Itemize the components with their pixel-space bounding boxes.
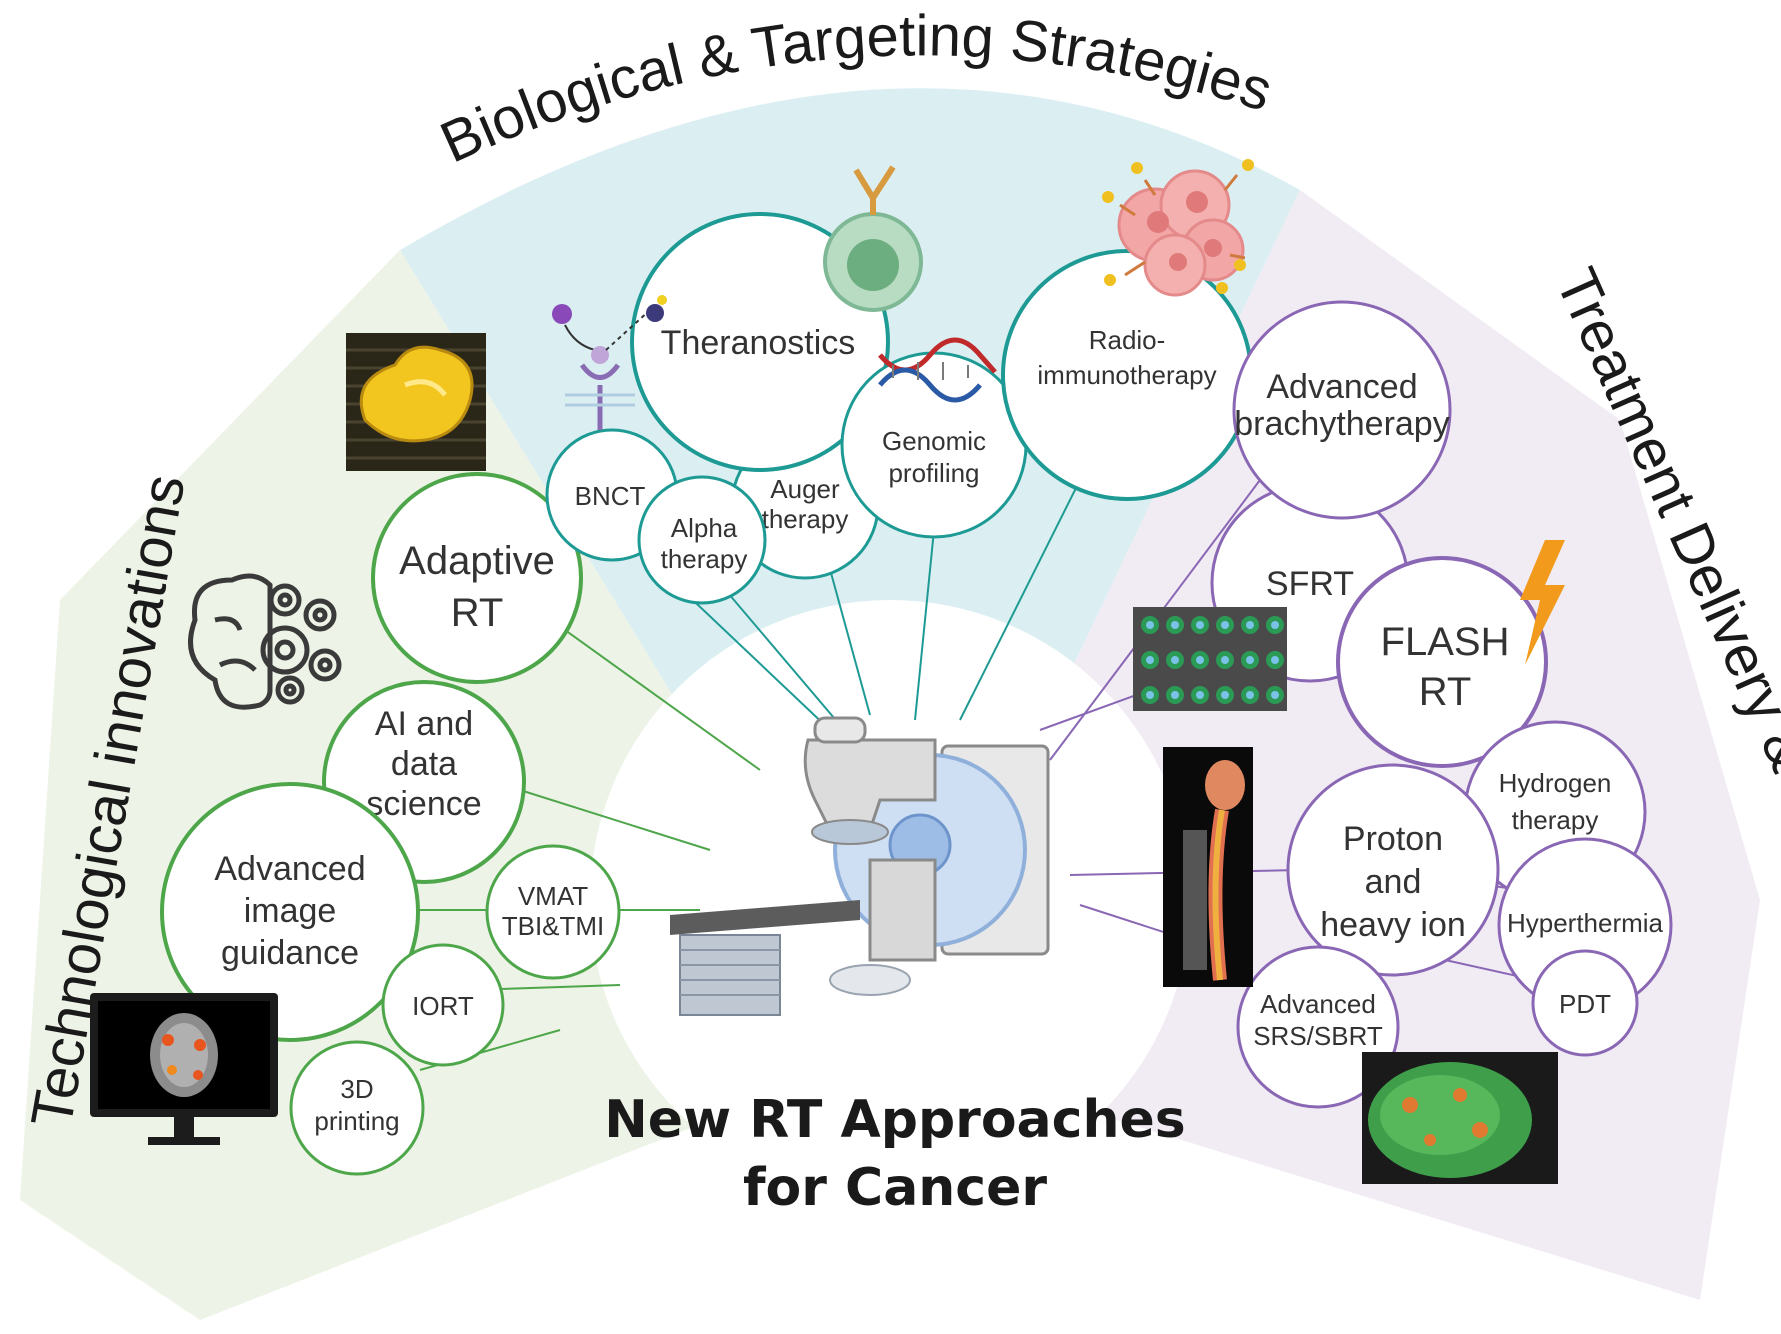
dna-icon	[878, 337, 997, 403]
node-advanced-image-guidance: Advanced image guidance	[160, 782, 420, 1042]
svg-text:Theranostics: Theranostics	[661, 324, 856, 362]
node-pdt: PDT	[1531, 949, 1639, 1057]
svg-text:Genomic: Genomic	[882, 426, 986, 456]
brain-gears-icon	[188, 573, 342, 710]
svg-text:Radio-: Radio-	[1089, 325, 1166, 355]
svg-text:data: data	[391, 745, 457, 783]
node-proton-heavy-ion: Proton and heavy ion	[1286, 763, 1500, 977]
svg-text:AI and: AI and	[375, 705, 473, 743]
center-title-line2: for Cancer	[743, 1158, 1047, 1218]
svg-text:Auger: Auger	[770, 474, 840, 504]
svg-text:RT: RT	[451, 591, 504, 635]
brain-scan-monitor-icon	[90, 993, 278, 1145]
svg-text:image: image	[244, 892, 337, 930]
svg-text:TBI&TMI: TBI&TMI	[502, 911, 605, 941]
linac-machine-icon	[670, 716, 1050, 1016]
svg-text:FLASH: FLASH	[1381, 620, 1510, 664]
sfrt-dose-grid-image	[1133, 607, 1287, 711]
svg-text:Advanced: Advanced	[214, 850, 365, 888]
center-title-line1: New RT Approaches	[604, 1090, 1185, 1150]
node-adaptive-rt: Adaptive RT	[371, 472, 583, 684]
svg-text:PDT: PDT	[1559, 989, 1611, 1019]
node-alpha-therapy: Alpha therapy	[637, 475, 767, 605]
svg-text:Hyperthermia: Hyperthermia	[1507, 908, 1664, 938]
svg-text:SFRT: SFRT	[1266, 565, 1354, 603]
node-advanced-srs-sbrt: Advanced SRS/SBRT	[1236, 945, 1400, 1109]
receptor-ligand-icon	[552, 295, 667, 430]
svg-text:brachytherapy: brachytherapy	[1234, 405, 1449, 443]
node-radioimmunotherapy: Radio- immunotherapy	[1001, 249, 1253, 501]
head-dose-image	[1362, 1052, 1558, 1184]
svg-text:Alpha: Alpha	[671, 513, 738, 543]
svg-text:Advanced: Advanced	[1266, 368, 1417, 406]
spine-dose-image	[1163, 747, 1253, 987]
node-3d-printing: 3D printing	[289, 1040, 425, 1176]
node-genomic-profiling: Genomic profiling	[840, 351, 1028, 539]
svg-text:Adaptive: Adaptive	[399, 539, 555, 583]
lightning-icon	[1520, 540, 1565, 665]
svg-text:Proton: Proton	[1343, 820, 1443, 858]
antibody-cell-icon	[823, 165, 923, 312]
svg-text:3D: 3D	[340, 1074, 373, 1104]
node-vmat: VMAT TBI&TMI	[485, 844, 621, 980]
svg-text:immunotherapy: immunotherapy	[1037, 360, 1216, 390]
svg-text:printing: printing	[314, 1106, 399, 1136]
svg-text:VMAT: VMAT	[518, 881, 588, 911]
svg-text:guidance: guidance	[221, 934, 359, 972]
node-advanced-brachytherapy: Advanced brachytherapy	[1232, 300, 1452, 520]
svg-text:science: science	[366, 785, 481, 823]
svg-text:BNCT: BNCT	[575, 481, 646, 511]
node-iort: IORT	[381, 943, 505, 1067]
svg-text:therapy: therapy	[762, 504, 849, 534]
node-flash-rt: FLASH RT	[1336, 556, 1548, 768]
3d-printed-bolus-photo	[346, 333, 486, 471]
svg-text:Advanced: Advanced	[1260, 989, 1376, 1019]
node-theranostics: Theranostics	[630, 212, 890, 472]
svg-text:profiling: profiling	[888, 458, 979, 488]
svg-text:therapy: therapy	[661, 544, 748, 574]
svg-text:SRS/SBRT: SRS/SBRT	[1253, 1021, 1383, 1051]
svg-text:heavy ion: heavy ion	[1320, 906, 1466, 944]
svg-text:Hydrogen: Hydrogen	[1499, 768, 1612, 798]
node-hyperthermia: Hyperthermia	[1497, 837, 1673, 1013]
svg-text:therapy: therapy	[1512, 805, 1599, 835]
svg-text:RT: RT	[1419, 670, 1472, 714]
svg-text:IORT: IORT	[412, 991, 474, 1021]
svg-text:and: and	[1365, 863, 1422, 901]
tumor-cells-icon	[1102, 159, 1254, 297]
